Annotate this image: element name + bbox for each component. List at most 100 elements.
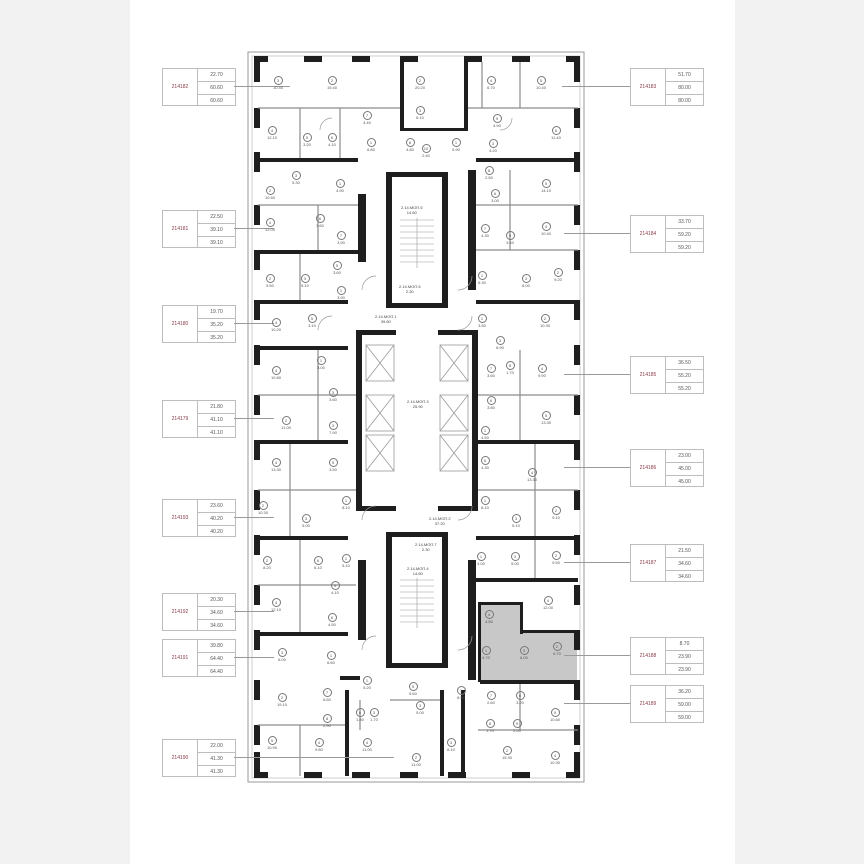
room-area: 5.60 [409, 691, 417, 696]
total-area-2: 60.60 [210, 98, 223, 104]
room-area: 7.90 [329, 430, 337, 435]
room-number: 9 [505, 231, 515, 240]
room-number: 1 [341, 554, 351, 563]
room-number: 4 [314, 738, 324, 747]
total-area-2: 80.00 [678, 98, 691, 104]
unit-id: 214183 [631, 69, 666, 105]
unit-id: 214191 [163, 640, 198, 676]
total-area: 23.90 [666, 651, 703, 664]
room-number: 3 [328, 388, 338, 397]
living-area: 36.50 [666, 357, 703, 370]
room-number: 8 [405, 138, 415, 147]
room-number: 6 [490, 189, 500, 198]
room-number: 4 [486, 76, 496, 85]
room-area: 10.80 [270, 375, 281, 380]
room-area: 6.00 [522, 283, 530, 288]
room-number: 6 [315, 214, 325, 223]
unit-id: 214189 [631, 686, 666, 722]
leader-line [564, 703, 630, 704]
total-area-2: 41.30 [210, 769, 223, 775]
room-number: 6 [486, 396, 496, 405]
room-area: 11.00 [281, 425, 291, 430]
room-area: 1.80 [356, 717, 364, 722]
room-area: 3.90 [337, 295, 345, 300]
living-area: 19.70 [198, 306, 235, 319]
room-area: 4.30 [481, 465, 489, 470]
room-number: 1 [335, 179, 345, 188]
room-area: 3.40 [506, 240, 514, 245]
total-area: 60.60 [198, 82, 235, 95]
room-number: 3 [495, 336, 505, 345]
room-area: 5.10 [512, 523, 520, 528]
room-number: 8 [484, 166, 494, 175]
room-area: 5.00 [511, 561, 519, 566]
stairs [400, 218, 434, 628]
room-area: 3.90 [337, 240, 345, 245]
total-area: 41.30 [198, 753, 235, 766]
room-area: 6.00 [520, 655, 528, 660]
room-number: 6 [480, 456, 490, 465]
room-number: 2 [552, 642, 562, 651]
room-number: 1 [451, 138, 461, 147]
room-area: 20.20 [414, 85, 425, 90]
room-area: 6.00 [278, 657, 286, 662]
total-area: 41.10 [198, 414, 235, 427]
room-number: 2 [551, 551, 561, 560]
room-number: 4 [484, 610, 494, 619]
room-area: 3.60 [333, 270, 341, 275]
room-number: 4 [265, 218, 275, 227]
room-area: 2.60 [487, 700, 495, 705]
room-number: 2 [265, 274, 275, 283]
total-area-2: 40.20 [210, 529, 223, 535]
living-area: 21.50 [666, 545, 703, 558]
living-area: 36.20 [666, 686, 703, 699]
leader-line [234, 323, 274, 324]
room-area: 3.00 [491, 198, 499, 203]
room-area: 9.50 [552, 560, 560, 565]
room-area: 4.10 [328, 142, 336, 147]
room-area: 5.20 [363, 685, 371, 690]
living-area: 39.80 [198, 640, 235, 653]
room-number: 9 [512, 719, 522, 728]
unit-id: 214192 [163, 594, 198, 630]
